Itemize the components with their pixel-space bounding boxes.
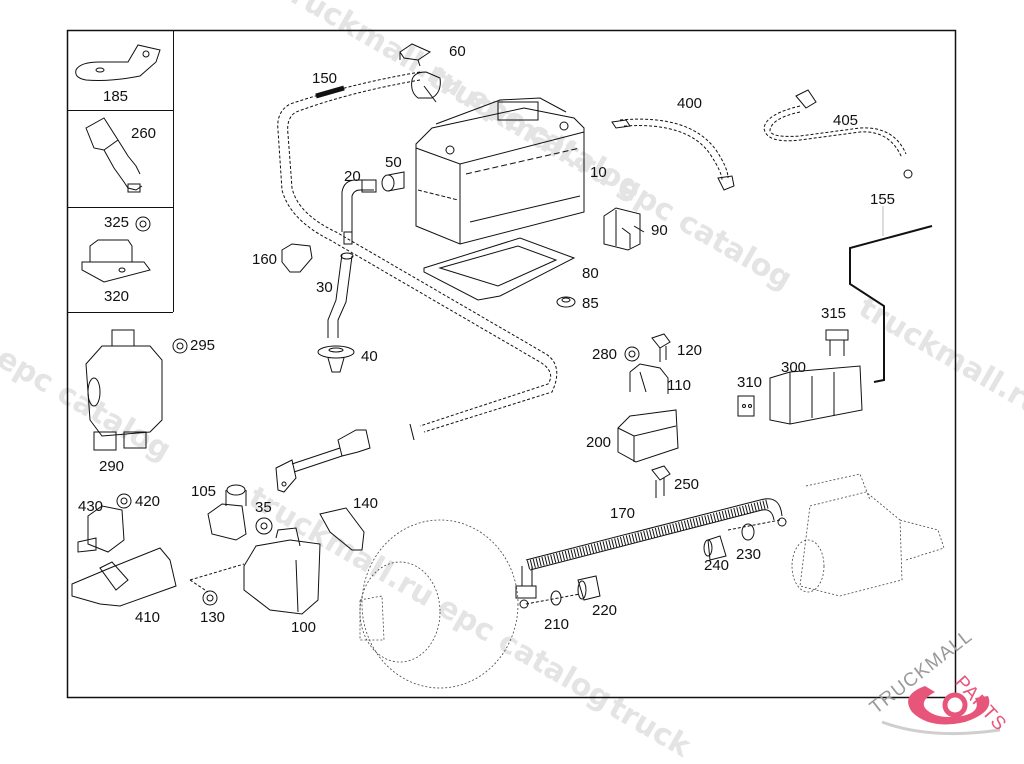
callout-140[interactable]: 140 bbox=[353, 496, 378, 511]
part-320-mount bbox=[82, 240, 150, 282]
callout-20[interactable]: 20 bbox=[344, 169, 361, 184]
part-405-eyelet bbox=[904, 170, 912, 178]
callout-40[interactable]: 40 bbox=[361, 349, 378, 364]
part-400-terminal bbox=[612, 120, 630, 128]
part-40-grommet bbox=[318, 346, 354, 372]
callout-150[interactable]: 150 bbox=[312, 71, 337, 86]
callout-200[interactable]: 200 bbox=[586, 435, 611, 450]
callout-290[interactable]: 290 bbox=[99, 459, 124, 474]
part-155-wire bbox=[850, 226, 932, 382]
callout-430[interactable]: 430 bbox=[78, 499, 103, 514]
callout-60[interactable]: 60 bbox=[449, 44, 466, 59]
part-110-clamp bbox=[630, 364, 668, 394]
leader-230 bbox=[728, 520, 780, 530]
part-140-connector bbox=[320, 508, 364, 550]
part-85-grommet bbox=[557, 297, 575, 307]
callout-240[interactable]: 240 bbox=[704, 558, 729, 573]
part-90-relay bbox=[604, 208, 644, 250]
part-315-fuse bbox=[826, 330, 848, 356]
callout-160[interactable]: 160 bbox=[252, 252, 277, 267]
callout-85[interactable]: 85 bbox=[582, 296, 599, 311]
part-120-bolt bbox=[652, 334, 670, 362]
callout-410[interactable]: 410 bbox=[135, 610, 160, 625]
callout-80[interactable]: 80 bbox=[582, 266, 599, 281]
part-200-module bbox=[618, 410, 678, 462]
part-220-cap bbox=[578, 576, 600, 600]
callout-100[interactable]: 100 bbox=[291, 620, 316, 635]
part-400-terminal bbox=[718, 176, 734, 190]
part-50-grommet bbox=[382, 172, 404, 191]
callout-310[interactable]: 310 bbox=[737, 375, 762, 390]
callout-315[interactable]: 315 bbox=[821, 306, 846, 321]
callout-300[interactable]: 300 bbox=[781, 360, 806, 375]
part-35-nut bbox=[256, 518, 272, 534]
part-410-fuse-carrier bbox=[72, 548, 176, 606]
part-280-nut bbox=[625, 347, 639, 361]
callout-295[interactable]: 295 bbox=[190, 338, 215, 353]
part-185-bracket bbox=[76, 45, 160, 81]
part-420-nut bbox=[117, 494, 131, 508]
callout-320[interactable]: 320 bbox=[104, 289, 129, 304]
callout-50[interactable]: 50 bbox=[385, 155, 402, 170]
part-10-battery bbox=[416, 98, 584, 244]
callout-420[interactable]: 420 bbox=[135, 494, 160, 509]
part-400-cable bbox=[620, 119, 728, 180]
callout-250[interactable]: 250 bbox=[674, 477, 699, 492]
callout-220[interactable]: 220 bbox=[592, 603, 617, 618]
callout-260[interactable]: 260 bbox=[131, 126, 156, 141]
callout-30[interactable]: 30 bbox=[316, 280, 333, 295]
callout-400[interactable]: 400 bbox=[677, 96, 702, 111]
part-325-nut bbox=[136, 217, 150, 231]
callout-230[interactable]: 230 bbox=[736, 547, 761, 562]
callout-185[interactable]: 185 bbox=[103, 89, 128, 104]
part-250-bolt bbox=[652, 466, 670, 498]
part-150-end bbox=[276, 424, 414, 492]
part-150-terminal bbox=[412, 72, 441, 102]
callout-155[interactable]: 155 bbox=[870, 192, 895, 207]
part-100-fuse-box bbox=[244, 528, 320, 614]
callout-170[interactable]: 170 bbox=[610, 506, 635, 521]
part-150-cable bbox=[278, 72, 557, 432]
callout-405[interactable]: 405 bbox=[833, 113, 858, 128]
part-310-bracket bbox=[738, 396, 754, 416]
callout-10[interactable]: 10 bbox=[590, 165, 607, 180]
callout-325[interactable]: 325 bbox=[104, 215, 129, 230]
leader-210 bbox=[526, 594, 580, 604]
diagram-frame bbox=[68, 31, 956, 698]
leader-130 bbox=[190, 564, 244, 592]
callout-90[interactable]: 90 bbox=[651, 223, 668, 238]
part-150-sleeve bbox=[316, 88, 344, 96]
alternator-ghost bbox=[360, 520, 518, 688]
part-295-nut bbox=[173, 339, 187, 353]
part-290-relay-block bbox=[86, 330, 162, 450]
part-405-terminal bbox=[796, 90, 816, 108]
part-130-nut bbox=[203, 591, 217, 605]
callout-130[interactable]: 130 bbox=[200, 610, 225, 625]
callout-120[interactable]: 120 bbox=[677, 343, 702, 358]
callout-105[interactable]: 105 bbox=[191, 484, 216, 499]
part-160-clip bbox=[282, 244, 312, 272]
part-60-cover bbox=[400, 44, 430, 66]
callout-35[interactable]: 35 bbox=[255, 500, 272, 515]
callout-110[interactable]: 110 bbox=[667, 378, 691, 393]
starter-motor-ghost bbox=[792, 474, 944, 596]
callout-280[interactable]: 280 bbox=[592, 347, 617, 362]
callout-210[interactable]: 210 bbox=[544, 617, 569, 632]
part-20-elbow bbox=[342, 180, 376, 244]
part-80-tray bbox=[424, 238, 574, 300]
